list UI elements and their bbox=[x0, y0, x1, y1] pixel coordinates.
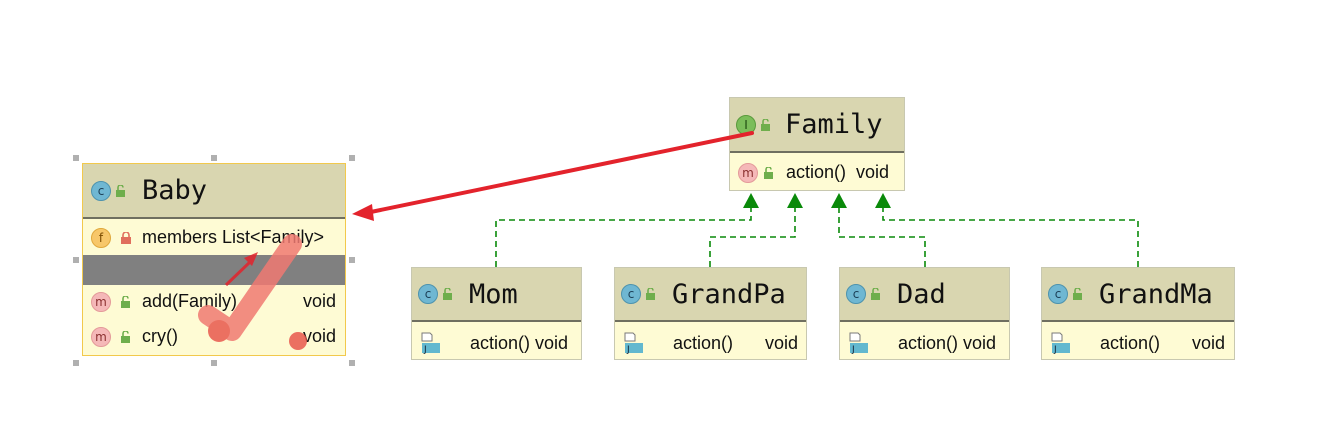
lock-icon bbox=[121, 231, 131, 244]
method-return-type: void bbox=[303, 291, 337, 311]
selection-handle[interactable] bbox=[349, 360, 355, 366]
method-name: action() bbox=[673, 332, 734, 353]
baby-title: Baby bbox=[142, 175, 208, 206]
dependency-line bbox=[364, 131, 754, 215]
java-file-icon: J bbox=[420, 331, 442, 355]
field-icon: f bbox=[91, 227, 111, 248]
check-dot bbox=[289, 332, 307, 350]
baby-header: c Baby bbox=[83, 164, 345, 219]
method-name: action() void bbox=[898, 332, 997, 353]
selection-handle[interactable] bbox=[211, 155, 217, 161]
java-file-icon: J bbox=[848, 331, 870, 355]
dependency-arrowhead bbox=[352, 204, 374, 221]
baby-method-row[interactable]: m cry() void bbox=[83, 326, 345, 347]
annotation-arrowhead bbox=[244, 252, 258, 266]
grandma-class[interactable]: c GrandMa J action() void bbox=[1041, 267, 1235, 360]
unlock-icon bbox=[646, 288, 656, 300]
selection-handle[interactable] bbox=[211, 360, 217, 366]
unlock-icon bbox=[121, 330, 131, 343]
method-icon: m bbox=[91, 291, 111, 312]
class-icon: c bbox=[1048, 284, 1068, 304]
grandpa-inherit-line bbox=[709, 206, 796, 267]
grandpa-method-row[interactable]: J action() void bbox=[615, 331, 806, 355]
inheritance-arrowheads bbox=[743, 193, 891, 208]
method-return-type: void bbox=[856, 162, 890, 182]
dependency-arrow bbox=[352, 131, 754, 221]
selection-handle[interactable] bbox=[73, 360, 79, 366]
svg-text:J: J bbox=[851, 345, 855, 355]
arrowhead bbox=[787, 193, 803, 208]
class-icon: c bbox=[91, 180, 111, 201]
dad-class[interactable]: c Dad J action() void bbox=[839, 267, 1010, 360]
dad-inherit-line bbox=[838, 206, 926, 267]
class-icon: c bbox=[846, 284, 866, 304]
family-method-row[interactable]: m action() void bbox=[730, 162, 904, 183]
unlock-icon bbox=[761, 118, 771, 131]
method-name: action() void bbox=[470, 332, 569, 353]
grandpa-class[interactable]: c GrandPa J action() void bbox=[614, 267, 807, 360]
selection-handle[interactable] bbox=[73, 155, 79, 161]
method-name: cry() bbox=[142, 326, 178, 346]
dad-title: Dad bbox=[897, 278, 946, 310]
baby-divider-band bbox=[83, 255, 345, 285]
mom-class[interactable]: c Mom J action() void bbox=[411, 267, 582, 360]
method-name: action() bbox=[786, 162, 847, 182]
java-file-icon: J bbox=[1050, 331, 1072, 355]
selection-handle[interactable] bbox=[349, 155, 355, 161]
interface-icon: I bbox=[736, 114, 756, 135]
svg-text:J: J bbox=[626, 345, 630, 355]
family-interface[interactable]: I Family m action() void bbox=[729, 97, 905, 191]
grandpa-title: GrandPa bbox=[672, 278, 786, 310]
method-icon: m bbox=[738, 162, 758, 183]
svg-text:J: J bbox=[423, 345, 427, 355]
mom-method-row[interactable]: J action() void bbox=[412, 331, 581, 355]
arrowhead bbox=[831, 193, 847, 208]
grandpa-header: c GrandPa bbox=[615, 268, 806, 322]
unlock-icon bbox=[443, 288, 453, 300]
grandma-header: c GrandMa bbox=[1042, 268, 1234, 322]
baby-method-row[interactable]: m add(Family) void bbox=[83, 291, 345, 312]
grandma-title: GrandMa bbox=[1099, 278, 1213, 310]
dad-header: c Dad bbox=[840, 268, 1009, 322]
method-name: action() bbox=[1100, 332, 1161, 353]
inheritance-connectors bbox=[495, 206, 1139, 267]
method-return-type: void bbox=[765, 332, 799, 353]
selection-handle[interactable] bbox=[349, 257, 355, 263]
baby-class[interactable]: c Baby f members List<Family> m add(Fami… bbox=[82, 163, 346, 356]
arrowhead bbox=[743, 193, 759, 208]
family-title: Family bbox=[785, 109, 883, 140]
class-icon: c bbox=[418, 284, 438, 304]
unlock-icon bbox=[871, 288, 881, 300]
svg-text:J: J bbox=[1053, 345, 1057, 355]
method-return-type: void bbox=[303, 326, 337, 346]
java-file-icon: J bbox=[623, 331, 645, 355]
check-mark-annotation bbox=[198, 234, 307, 350]
grandma-inherit-line bbox=[882, 206, 1139, 267]
mom-title: Mom bbox=[469, 278, 518, 310]
check-dot bbox=[208, 320, 230, 342]
grandma-method-row[interactable]: J action() void bbox=[1042, 331, 1234, 355]
unlock-icon bbox=[1073, 288, 1083, 300]
arrowhead bbox=[875, 193, 891, 208]
dad-method-row[interactable]: J action() void bbox=[840, 331, 1009, 355]
method-return-type: void bbox=[1192, 332, 1226, 353]
field-name: members bbox=[142, 227, 218, 247]
check-mark bbox=[198, 234, 302, 341]
mom-header: c Mom bbox=[412, 268, 581, 322]
unlock-icon bbox=[116, 184, 126, 197]
selection-handle[interactable] bbox=[73, 257, 79, 263]
unlock-icon bbox=[764, 166, 774, 179]
mom-inherit-line bbox=[495, 206, 752, 267]
family-header: I Family bbox=[730, 98, 904, 153]
class-icon: c bbox=[621, 284, 641, 304]
method-name: add(Family) bbox=[142, 291, 238, 311]
unlock-icon bbox=[121, 295, 131, 308]
annotation-arrow-line bbox=[224, 260, 252, 287]
method-icon: m bbox=[91, 326, 111, 347]
